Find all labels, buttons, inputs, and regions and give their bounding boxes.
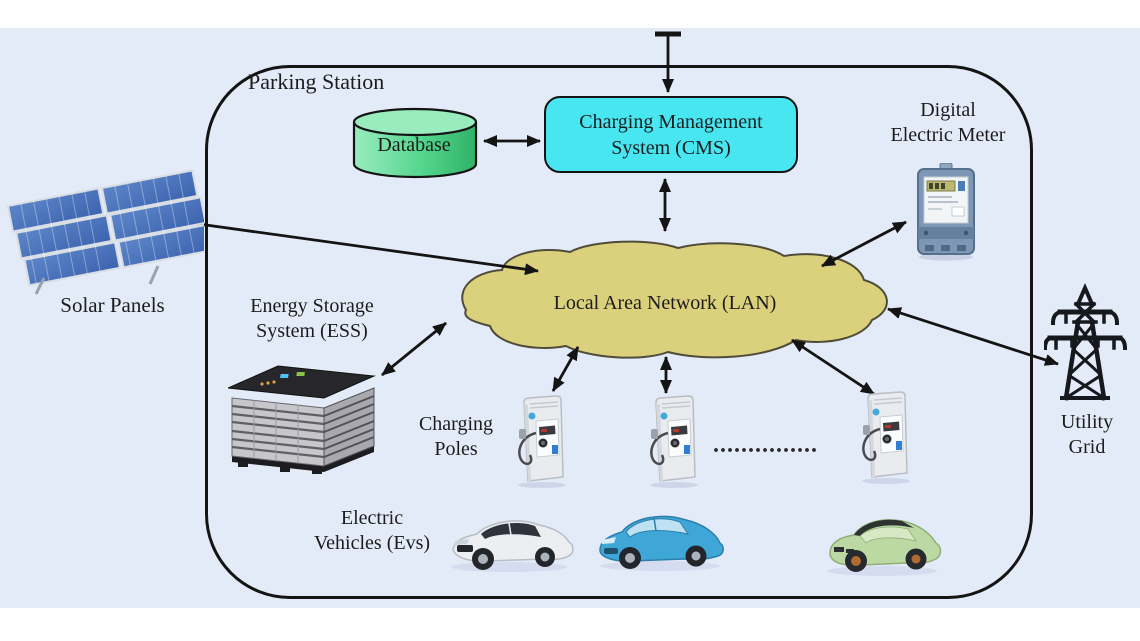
electric-meter-icon [917,163,975,261]
charging-poles-label: Charging Poles [418,413,494,460]
solar-panels-label: Solar Panels [60,293,165,317]
database-label: Database [377,134,451,156]
cms-label-line2: System (CMS) [611,136,731,159]
meter-label: Digital Electric Meter [890,99,1006,146]
lan-label: Local Area Network (LAN) [553,292,777,314]
evs-label: Electric Vehicles (Evs) [313,507,431,554]
cms-node: Charging Management System (CMS) [544,96,798,173]
ev-green-minicar-image [827,519,942,576]
ev-white-sedan-image [451,520,574,572]
charging-pole-icon [860,391,912,485]
ev-blue-hatchback-image [599,515,724,571]
ess-battery-rack-image [228,365,376,474]
charging-pole-icon [516,395,568,489]
database-cylinder [352,107,478,179]
ess-label: Energy Storage System (ESS) [250,295,374,342]
cms-label-line1: Charging Management [579,110,763,133]
utility-grid-tower-icon [1044,283,1128,401]
utility-grid-label: Utility Grid [1060,411,1114,458]
charging-pole-icon [648,395,700,489]
solar-panels-image [6,169,204,295]
pole-ellipsis: ............... [713,432,818,458]
parking-station-label: Parking Station [248,69,385,94]
